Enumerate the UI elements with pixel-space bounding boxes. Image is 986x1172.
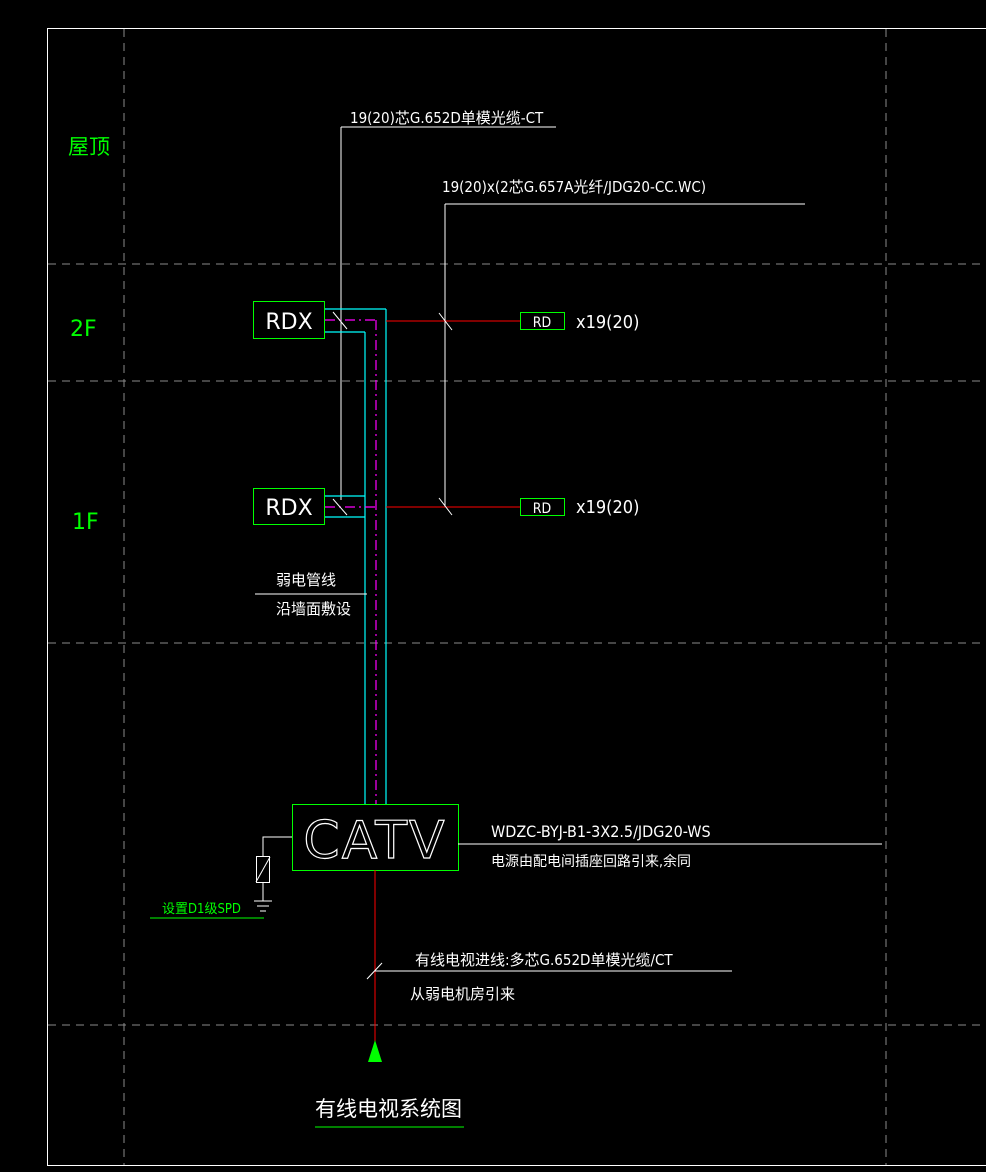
rd-tick-1f [438, 497, 453, 516]
rd-tick-2f [438, 312, 453, 331]
spd-label: 设置D1级SPD [162, 902, 241, 917]
catv-label: CATV [303, 811, 446, 871]
rd-count-1f: x19(20) [576, 497, 639, 518]
rd-count-2f: x19(20) [576, 312, 639, 333]
rd-label-1f: RD [533, 501, 551, 517]
incoming-label-2: 从弱电机房引来 [410, 985, 515, 1003]
rd-box-1f: RD [520, 498, 565, 517]
rdx-box-2f: RDX [253, 301, 325, 339]
incoming-label-1: 有线电视进线:多芯G.652D单模光缆/CT [415, 951, 673, 969]
rd-label-2f: RD [533, 315, 551, 331]
drawing-frame [47, 28, 986, 1166]
riser-fiber [325, 319, 377, 805]
roof-cable-label: 19(20)芯G.652D单模光缆-CT [350, 109, 544, 127]
floor-label-2f: 2F [70, 317, 97, 342]
rd-box-2f: RD [520, 312, 565, 331]
floor-label-1f: 1F [72, 510, 99, 535]
spd-symbol [254, 836, 292, 912]
riser-ticks [332, 311, 348, 516]
catv-box: CATV [292, 804, 459, 872]
conduit-label-1: 弱电管线 [276, 571, 336, 589]
riser-conduit [325, 308, 387, 805]
conduit-label-2: 沿墙面敷设 [276, 600, 351, 618]
incoming-tick [366, 962, 383, 980]
power-label-2: 电源由配电间插座回路引来,余同 [491, 853, 691, 870]
floor-label-roof: 屋顶 [68, 135, 110, 159]
incoming-arrow [368, 1040, 382, 1062]
fiber-branch-label: 19(20)x(2芯G.657A光纤/JDG20-CC.WC) [442, 178, 706, 196]
grid-lines [48, 29, 986, 1165]
rdx-label-1f: RDX [265, 496, 312, 521]
diagram-title: 有线电视系统图 [315, 1097, 462, 1121]
rdx-label-2f: RDX [265, 310, 312, 335]
power-label-1: WDZC-BYJ-B1-3X2.5/JDG20-WS [491, 822, 711, 841]
rdx-box-1f: RDX [253, 488, 325, 525]
